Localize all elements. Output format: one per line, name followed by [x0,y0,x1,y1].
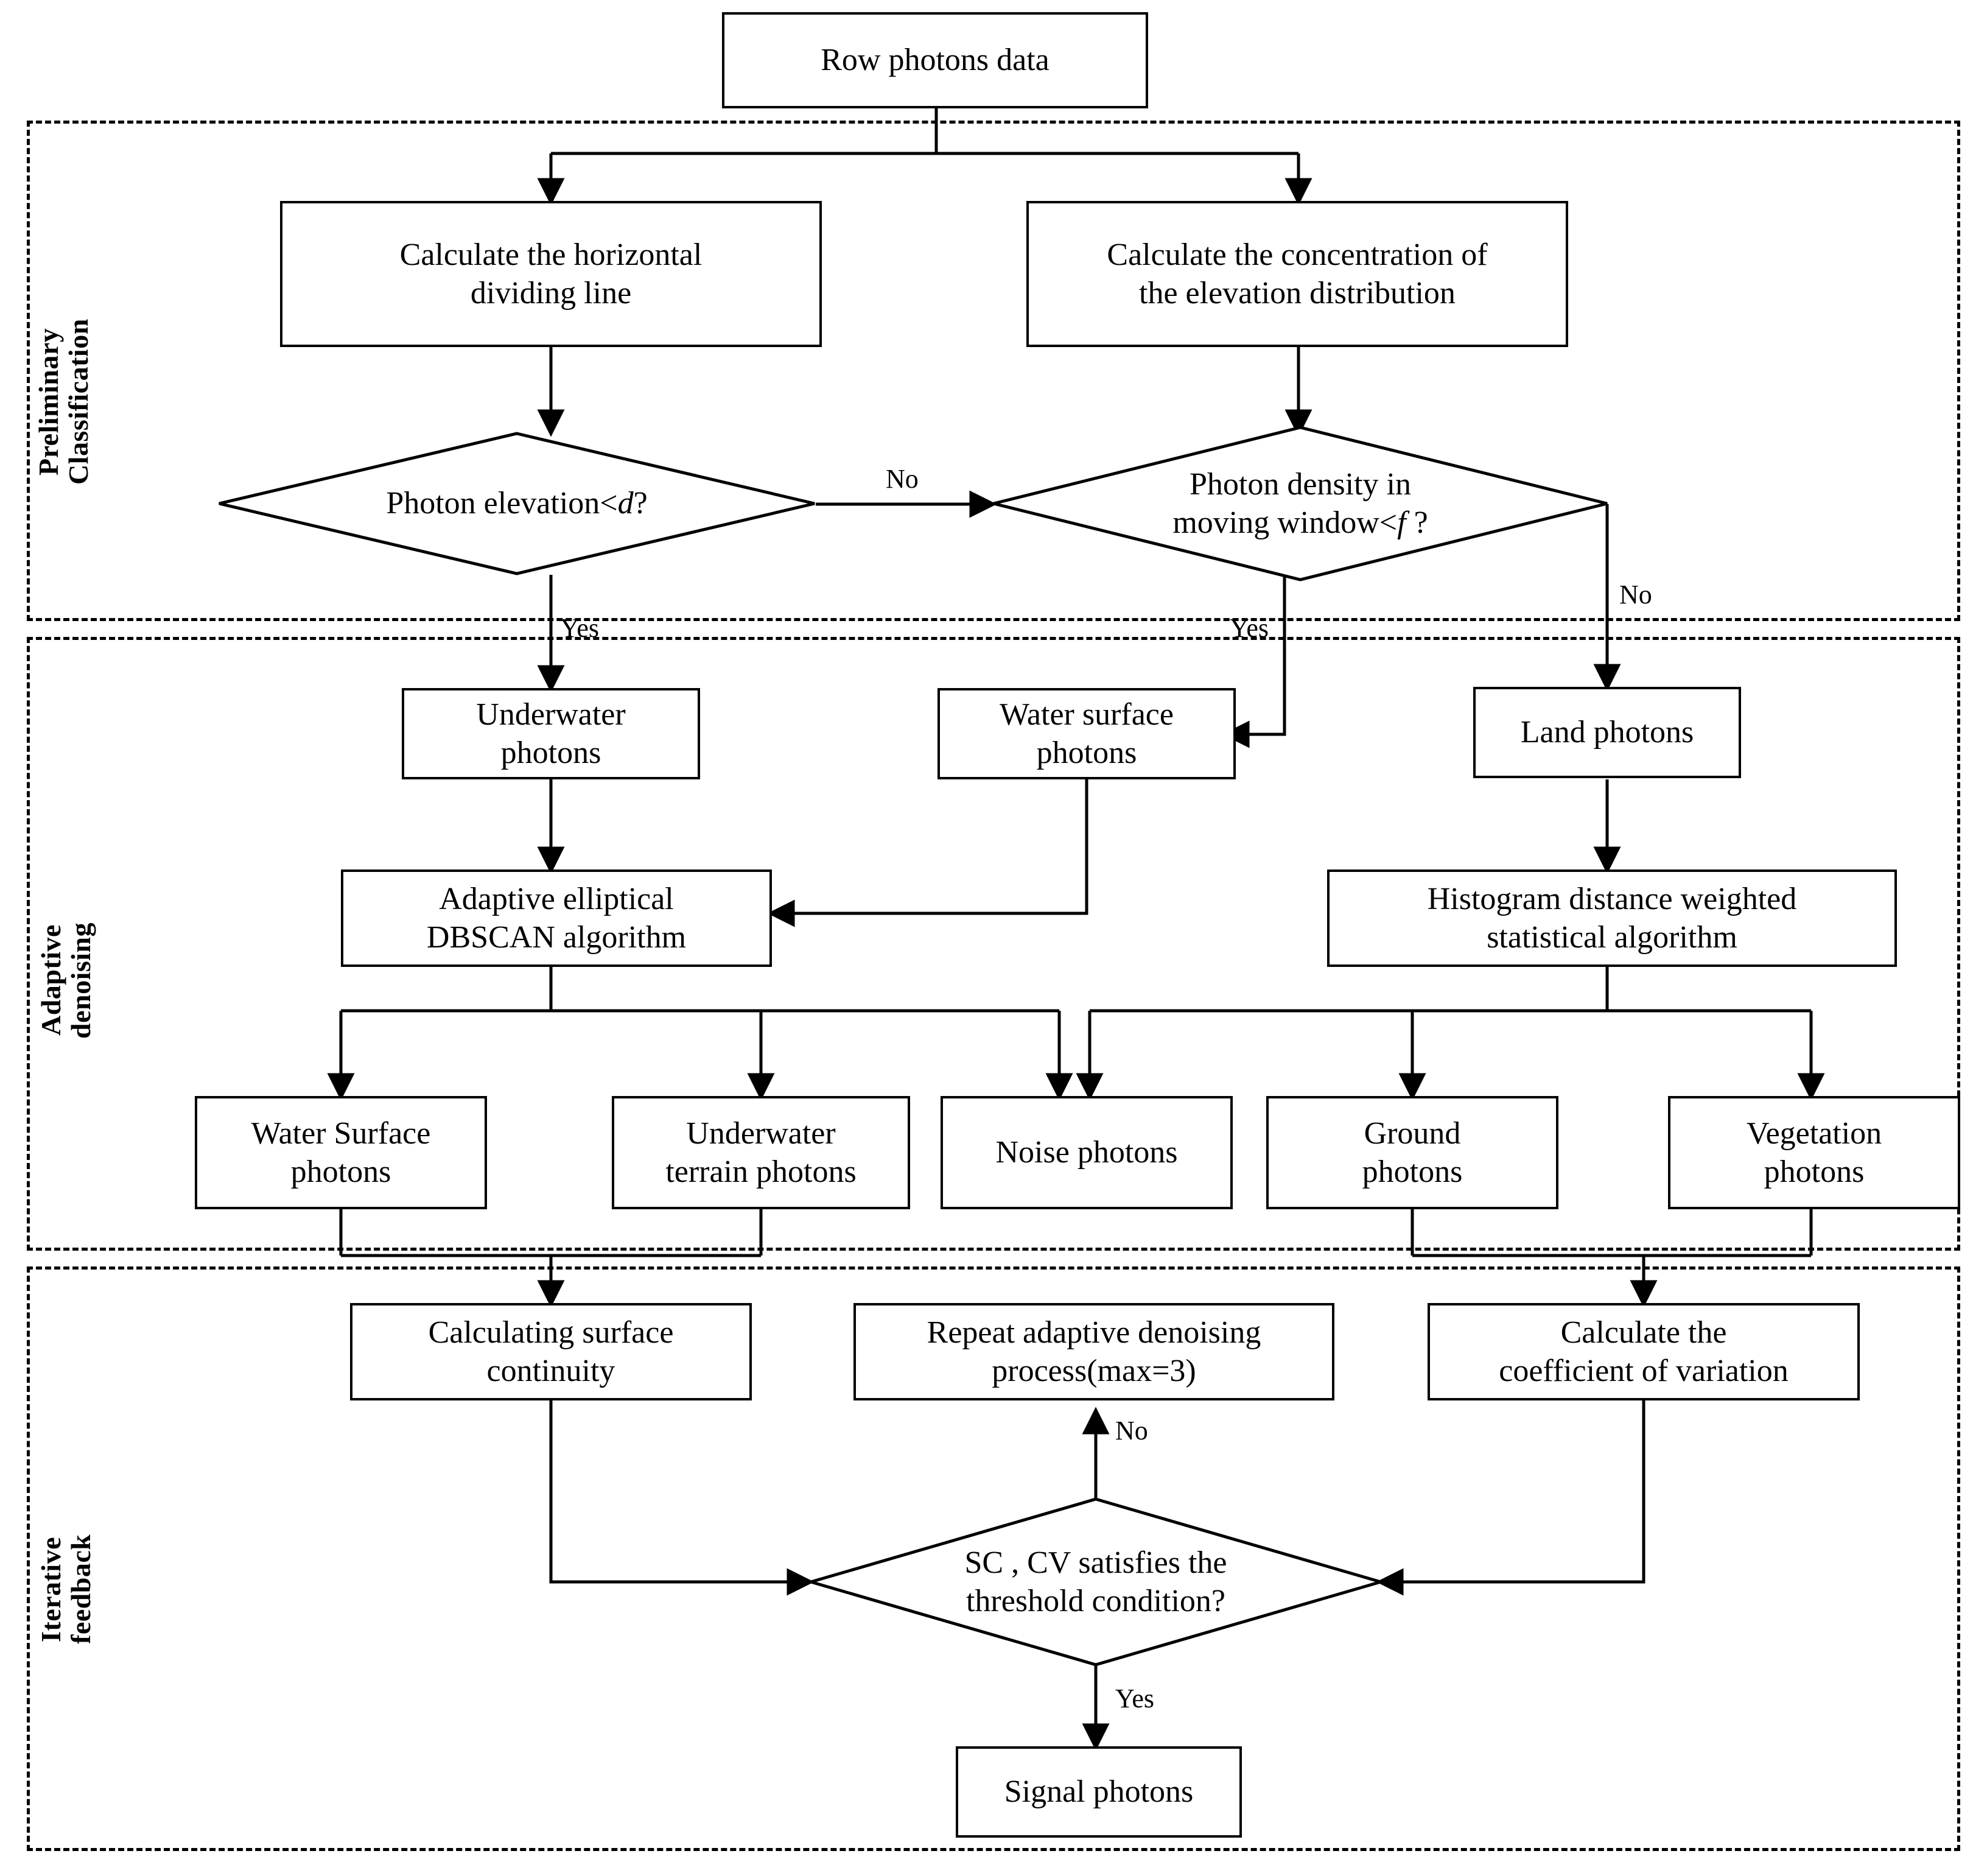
node-underwater-terrain-photons[interactable]: Underwater terrain photons [612,1096,910,1209]
edge-label-no-elevation: No [886,464,919,494]
node-noise-photons[interactable]: Noise photons [941,1096,1233,1209]
edge-label-no-density: No [1619,580,1652,610]
node-calculate-coefficient-variation[interactable]: Calculate the coefficient of variation [1428,1303,1860,1400]
edge-label-yes-density: Yes [1230,613,1269,643]
edge-label-no-threshold: No [1115,1416,1148,1446]
node-signal-photons[interactable]: Signal photons [956,1746,1242,1838]
decision-photon-elevation-label: Photon elevation<d? [386,486,648,521]
node-vegetation-photons[interactable]: Vegetation photons [1668,1096,1960,1209]
node-calculate-concentration-elevation[interactable]: Calculate the concentration of the eleva… [1026,201,1568,347]
decision-photon-density[interactable]: Photon density in moving window<f ? [992,426,1608,581]
node-histogram-distance-weighted[interactable]: Histogram distance weighted statistical … [1327,869,1897,967]
node-water-surface-photons[interactable]: Water surface photons [937,688,1236,779]
node-ground-photons[interactable]: Ground photons [1266,1096,1558,1209]
edge-label-yes-elevation: Yes [560,613,600,643]
section-label-denoising: Adaptive denoising [35,922,96,1039]
section-frame-preliminary [27,121,1960,621]
node-calculate-horizontal-dividing-line[interactable]: Calculate the horizontal dividing line [280,201,822,347]
section-label-feedback: Iterative feedback [35,1534,96,1645]
decision-threshold-condition-label: SC , CV satisfies the threshold conditio… [964,1545,1227,1618]
edge-label-yes-threshold: Yes [1115,1684,1155,1713]
decision-threshold-condition[interactable]: SC , CV satisfies the threshold conditio… [805,1497,1386,1667]
section-frame-denoising [27,637,1960,1251]
node-water-surface-photons-out[interactable]: Water Surface photons [195,1096,487,1209]
section-frame-feedback [27,1266,1960,1851]
decision-photon-density-label: Photon density in moving window<f ? [1172,466,1428,540]
node-land-photons[interactable]: Land photons [1473,687,1741,778]
decision-photon-elevation[interactable]: Photon elevation<d? [218,432,816,575]
section-label-preliminary: Preliminary Classification [33,318,94,485]
node-underwater-photons[interactable]: Underwater photons [402,688,700,779]
node-adaptive-elliptical-dbscan[interactable]: Adaptive elliptical DBSCAN algorithm [341,869,772,967]
node-row-photons-data[interactable]: Row photons data [722,12,1148,108]
node-repeat-adaptive-denoising[interactable]: Repeat adaptive denoising process(max=3) [853,1303,1334,1400]
node-calculating-surface-continuity[interactable]: Calculating surface continuity [350,1303,752,1400]
